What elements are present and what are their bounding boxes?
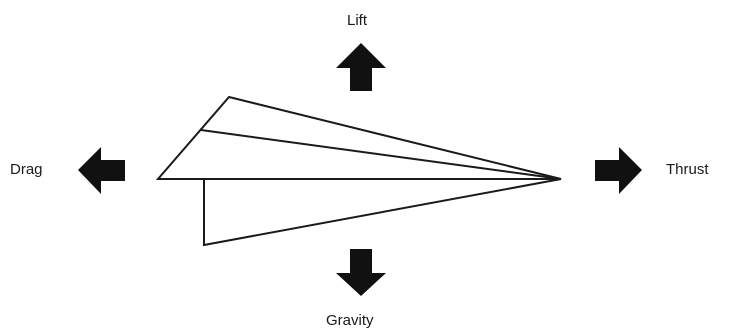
arrow-down-icon	[336, 249, 386, 296]
gravity-label: Gravity	[326, 312, 374, 329]
paper-airplane	[155, 95, 562, 247]
drag-label: Drag	[10, 161, 43, 178]
arrow-left-icon	[78, 147, 125, 194]
arrow-right-icon	[595, 147, 642, 194]
airplane-keel	[203, 178, 562, 247]
airplane-wing-crease	[200, 129, 562, 180]
arrow-up-icon	[336, 43, 386, 91]
thrust-label: Thrust	[666, 161, 709, 178]
airplane-upper-wing	[155, 95, 562, 180]
lift-label: Lift	[347, 12, 368, 29]
